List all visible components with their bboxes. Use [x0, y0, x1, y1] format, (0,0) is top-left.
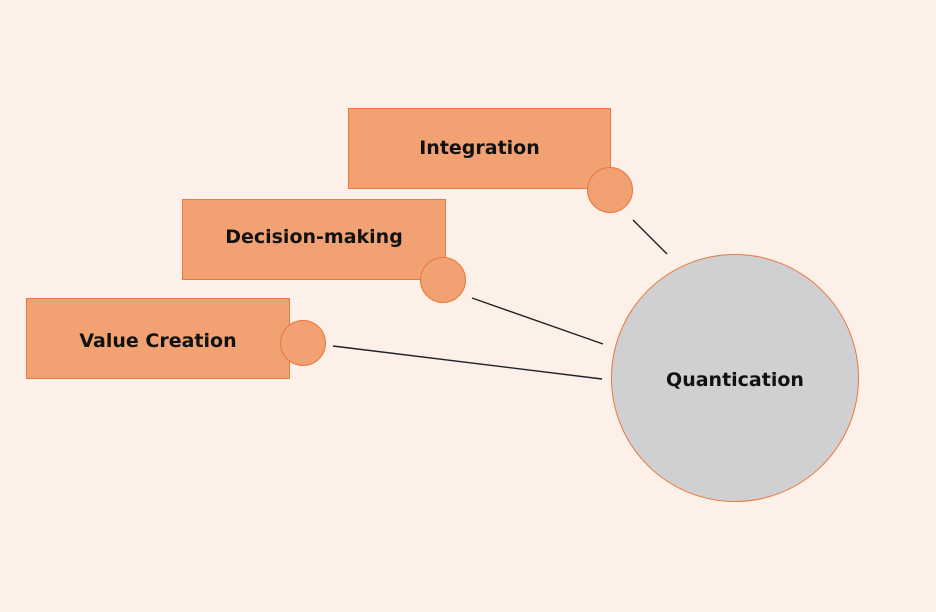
branch-node-integration	[587, 167, 633, 213]
branch-box-value-creation: Value Creation	[26, 298, 290, 379]
connector-value-creation	[332, 345, 603, 380]
branch-label-decision-making: Decision-making	[225, 225, 403, 248]
connector-integration	[632, 219, 668, 255]
hub-circle: Quantication	[611, 254, 859, 502]
branch-node-decision-making	[420, 257, 466, 303]
branch-box-integration: Integration	[348, 108, 611, 189]
hub-label: Quantication	[666, 369, 804, 391]
connector-decision-making	[471, 297, 604, 345]
branch-label-value-creation: Value Creation	[79, 329, 237, 352]
branch-node-value-creation	[280, 320, 326, 366]
branch-box-decision-making: Decision-making	[182, 199, 446, 280]
branch-label-integration: Integration	[419, 136, 540, 159]
